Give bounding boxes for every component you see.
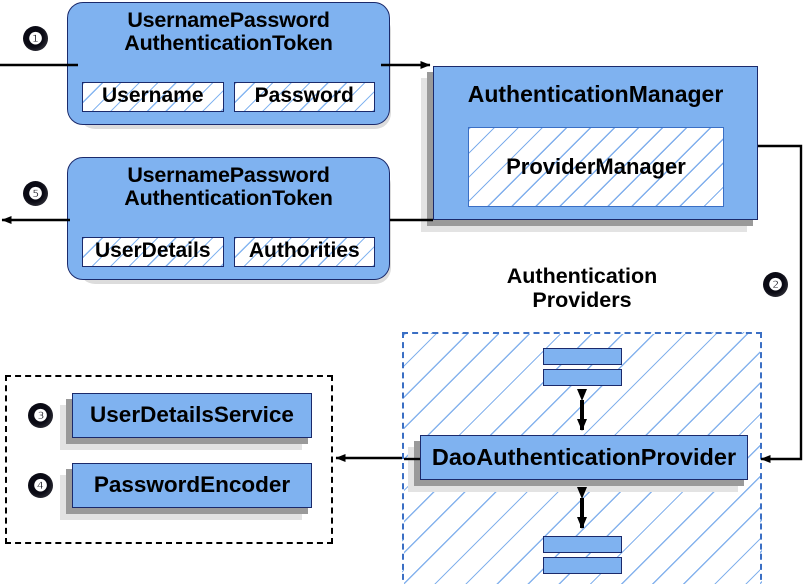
authentication-manager-title: AuthenticationManager bbox=[467, 81, 724, 107]
dao-authentication-provider-node[interactable]: DaoAuthenticationProvider bbox=[420, 435, 748, 480]
step-badge-3-number: ❸ bbox=[33, 407, 48, 425]
step-badge-5-number: ❺ bbox=[28, 185, 43, 203]
step-badge-1-number: ❶ bbox=[28, 30, 43, 48]
response-token-slots: UserDetails Authorities bbox=[82, 237, 375, 267]
password-encoder-node[interactable]: PasswordEncoder bbox=[72, 463, 312, 508]
password-encoder-label: PasswordEncoder bbox=[93, 472, 291, 498]
step-badge-3: ❸ bbox=[28, 403, 53, 428]
step-badge-2: ❷ bbox=[763, 272, 788, 297]
dao-dependencies-region bbox=[5, 375, 333, 544]
user-details-service-node[interactable]: UserDetailsService bbox=[72, 393, 312, 438]
wire-provider-to-response bbox=[404, 457, 420, 461]
request-token-slot-password[interactable]: Password bbox=[233, 82, 375, 112]
step-badge-4: ❹ bbox=[28, 473, 53, 498]
other-provider-bar-bottom-1[interactable] bbox=[543, 536, 622, 553]
dao-authentication-provider-label: DaoAuthenticationProvider bbox=[431, 443, 737, 470]
step-badge-4-number: ❹ bbox=[33, 477, 48, 495]
other-provider-bar-top-1[interactable] bbox=[543, 348, 622, 365]
other-provider-bar-bottom-2[interactable] bbox=[543, 557, 622, 574]
user-details-service-label: UserDetailsService bbox=[90, 402, 294, 428]
request-token-slots: Username Password bbox=[82, 82, 375, 112]
step-badge-2-number: ❷ bbox=[768, 276, 783, 294]
response-token-slot-userdetails[interactable]: UserDetails bbox=[82, 237, 224, 267]
other-provider-bar-top-2[interactable] bbox=[543, 369, 622, 386]
request-token-slot-username[interactable]: Username bbox=[82, 82, 224, 112]
authentication-providers-title-line1: Authentication bbox=[506, 264, 658, 288]
step-badge-5: ❺ bbox=[23, 181, 48, 206]
authentication-providers-title: Authentication Providers bbox=[462, 264, 702, 312]
provider-manager-panel[interactable]: ProviderManager bbox=[468, 127, 724, 207]
provider-manager-label: ProviderManager bbox=[506, 154, 686, 179]
response-token-slot-authorities[interactable]: Authorities bbox=[233, 237, 375, 267]
step-badge-1: ❶ bbox=[23, 26, 48, 51]
authentication-providers-title-line2: Providers bbox=[532, 288, 632, 313]
wire-manager-to-provider bbox=[758, 144, 803, 463]
